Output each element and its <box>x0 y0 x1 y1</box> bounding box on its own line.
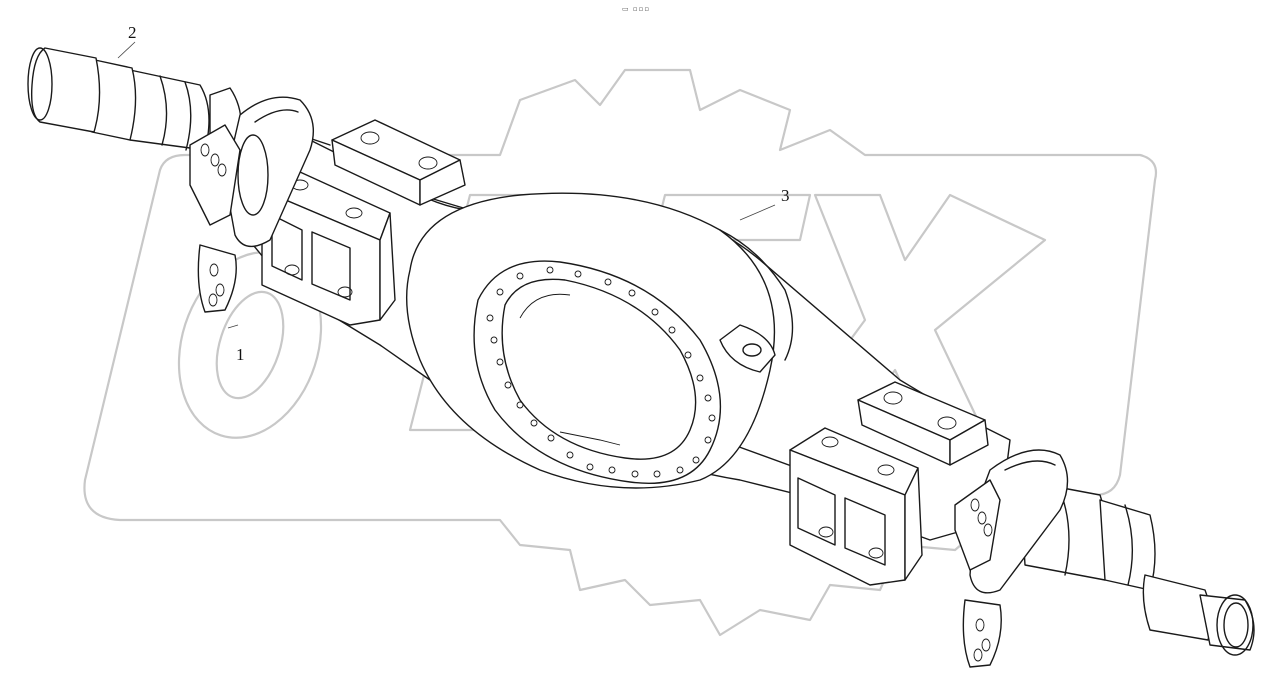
left-upper-arm <box>189 124 241 226</box>
right-spline-shaft <box>1142 574 1212 641</box>
left-brake-flange <box>189 96 314 313</box>
left-spindle <box>27 47 242 151</box>
right-lower-arm <box>962 599 1002 668</box>
callout-label-1: 1 <box>236 345 245 364</box>
left-lower-arm <box>197 244 237 313</box>
left-spring-seat <box>261 119 466 326</box>
callout-label-3: 3 <box>781 186 790 205</box>
right-spindle <box>1019 479 1255 656</box>
leader-line-2 <box>117 41 136 59</box>
flange-bolt-holes <box>486 266 716 478</box>
right-spindle-tip <box>1199 594 1255 651</box>
header-mark: ▭ ▫▫▫ <box>622 5 651 13</box>
watermark-letter-x <box>778 193 1047 437</box>
leader-line-1 <box>227 324 239 329</box>
housing-opening <box>501 278 697 460</box>
right-spring-seat <box>789 381 989 586</box>
differential-housing <box>406 192 794 489</box>
callout-label-2: 2 <box>128 23 137 42</box>
breather-boss <box>719 324 776 373</box>
right-upper-arm <box>954 479 1001 571</box>
right-brake-flange <box>954 449 1069 668</box>
leader-line-3 <box>739 204 776 221</box>
